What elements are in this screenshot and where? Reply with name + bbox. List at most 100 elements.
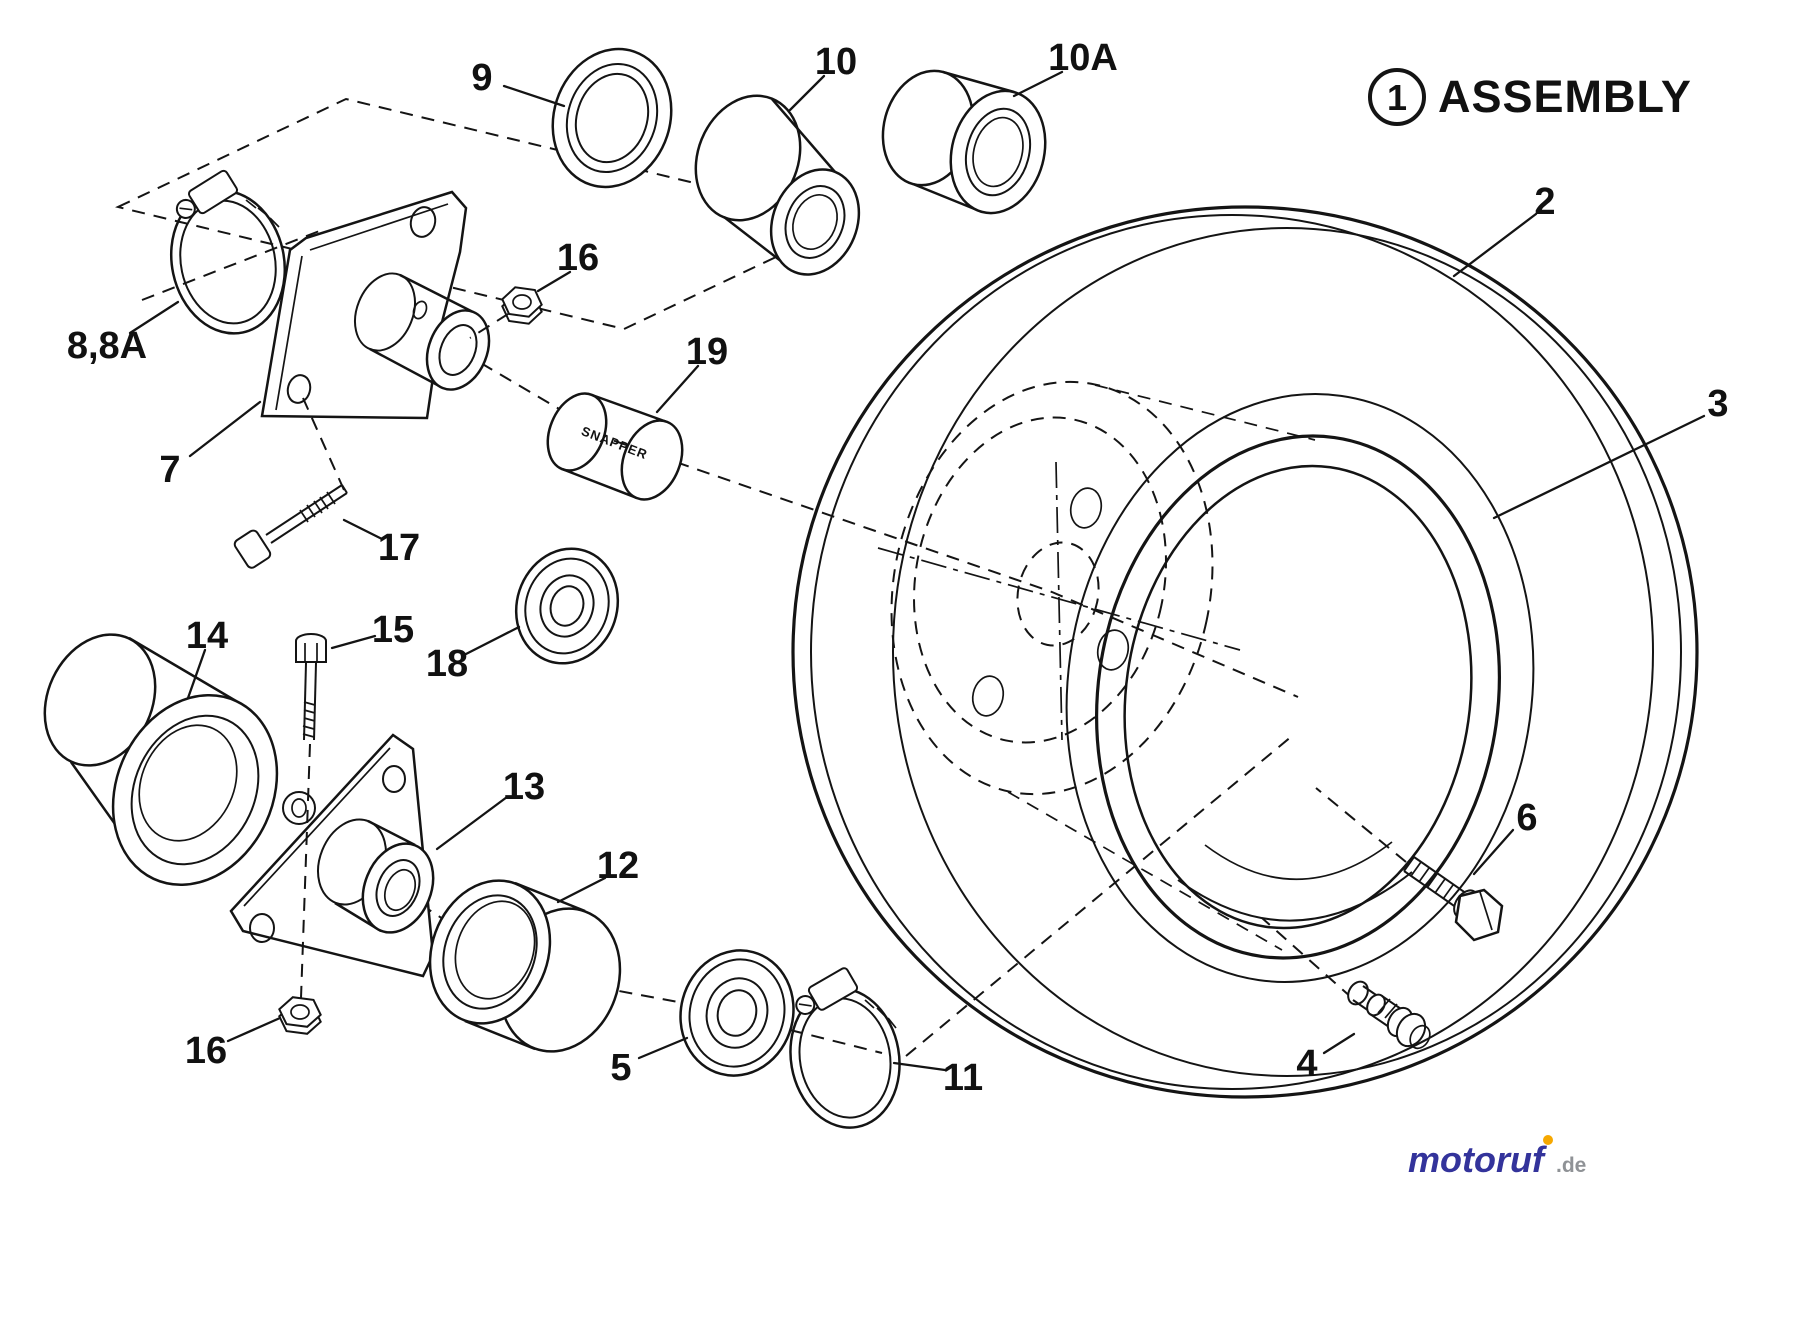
- part-18-bearing: 18: [426, 547, 620, 685]
- leader-19: [655, 364, 700, 414]
- leader-14: [186, 648, 207, 700]
- watermark-logo[interactable]: motoruf .de: [1408, 1135, 1586, 1180]
- bracket-13-pivot-ball: [282, 791, 316, 825]
- leader-6: [1472, 828, 1515, 876]
- clamp-11-serration-1: [864, 999, 875, 1009]
- watermark-tld[interactable]: .de: [1556, 1154, 1586, 1177]
- bolt-17-thread-2: [306, 504, 316, 518]
- bushing-bore: [784, 185, 846, 259]
- bushing-a-front-face: [949, 89, 1047, 215]
- part-6-bolt: 6: [1403, 797, 1538, 942]
- leader-10: [788, 74, 826, 112]
- callout-title: ASSEMBLY: [1438, 71, 1692, 122]
- part-label-17: 17: [378, 527, 420, 569]
- part-11-hose-clamp: 11: [789, 967, 983, 1129]
- part-17-bolt: 17: [233, 484, 420, 569]
- hub-bolt-hole-3: [971, 675, 1005, 717]
- hub-bolt-hole-1: [1069, 487, 1103, 529]
- lug-bolt-axis: [1315, 787, 1407, 863]
- bearing-18-outer: [514, 547, 620, 665]
- clamp-11-screw-housing: [795, 967, 859, 1015]
- nut-top-axis: [469, 313, 509, 339]
- part-label-7: 7: [159, 449, 180, 491]
- part-label-8: 8,8A: [67, 325, 147, 367]
- valve-base-flange: [1395, 1012, 1427, 1048]
- bearing-5-outer: [679, 949, 795, 1077]
- part-7-bracket: 7: [159, 190, 491, 491]
- clamp-housing-body: [187, 169, 239, 215]
- tire-labels: 2 3: [1452, 181, 1729, 520]
- leader-16-bottom: [226, 1016, 282, 1043]
- leader-4: [1322, 1032, 1356, 1055]
- leader-11: [892, 1061, 947, 1072]
- part-15-bolt: 15: [295, 609, 414, 741]
- bracket-13-boss-bore: [375, 859, 421, 917]
- leader-2: [1452, 212, 1538, 278]
- bracket-hole-top: [409, 206, 437, 238]
- lower-axis-segment: [789, 1029, 883, 1054]
- bolt-15-thread-4: [302, 725, 315, 730]
- spacer-bottom-edge: [464, 1019, 536, 1051]
- bolt-6-head-facet: [1479, 891, 1493, 931]
- bearing-18-bore: [549, 585, 585, 627]
- bracket-hole-bottom: [286, 374, 312, 404]
- bolt-6-thread-3: [1426, 873, 1438, 889]
- assembly-callout: 1 ASSEMBLY: [1368, 68, 1692, 126]
- bolt-17-thread-4: [319, 496, 329, 510]
- rim-barrel-arc-2: [1204, 841, 1393, 881]
- clamp-11-housing-body: [807, 967, 859, 1011]
- bolt-17-thread-1: [299, 509, 309, 523]
- bushing-a-bore: [964, 107, 1032, 197]
- bracket-boss-top-edge: [399, 273, 474, 314]
- bracket-13-hole-bottom: [249, 913, 275, 943]
- bolt-6-thread-4: [1434, 878, 1446, 894]
- part-label-10: 10: [815, 41, 857, 83]
- cap-top-edge: [591, 393, 668, 424]
- hub-barrel-hidden-top: [1094, 384, 1316, 441]
- bracket-13-boss-top-edge: [367, 819, 416, 847]
- bearing-18-race: [524, 557, 610, 655]
- part-12-spacer: 12: [428, 845, 639, 1053]
- tire-tread-shoulder-arc: [810, 214, 1654, 1090]
- part-4-valve-stem: 4: [1296, 980, 1431, 1085]
- part-label-3: 3: [1707, 383, 1728, 425]
- clamp-11-serration-2: [876, 1007, 887, 1018]
- bracket-13-thickness: [243, 747, 391, 907]
- bolt-17-head: [233, 529, 272, 569]
- cup-opening: [130, 714, 260, 866]
- part-label-4: 4: [1296, 1043, 1317, 1085]
- tire-sidewall-arc: [892, 227, 1682, 1077]
- leader-7: [188, 400, 262, 458]
- clamp-11-screw-slot: [798, 1003, 812, 1007]
- upper-assembly-axis: [461, 351, 1299, 698]
- clamp-band-serration-2: [257, 207, 269, 217]
- hub-bolt-hole-2: [1096, 629, 1130, 671]
- leader-17: [342, 518, 384, 541]
- watermark-accent-dot: [1543, 1135, 1553, 1145]
- bolt-6-shank-lower: [1403, 870, 1461, 911]
- part-label-19: 19: [686, 331, 728, 373]
- leader-10a: [1012, 70, 1064, 98]
- bolt-17-axis-hidden: [302, 397, 345, 491]
- leader-8: [128, 300, 180, 335]
- callout-number: 1: [1387, 77, 1407, 118]
- bolt-15-shank-right: [313, 662, 317, 741]
- clamp-screw-housing: [175, 169, 239, 219]
- nut-top-hole: [512, 294, 532, 310]
- clamp-axis-hidden-line: [141, 229, 323, 301]
- bracket-boss-bore: [438, 324, 478, 376]
- watermark-name[interactable]: motoruf: [1408, 1139, 1547, 1180]
- part-5-bearing: 5: [610, 949, 795, 1089]
- leader-15: [330, 634, 377, 650]
- hub-barrel-hidden-bottom: [1007, 791, 1283, 951]
- tire-bead-ring: [1065, 393, 1535, 983]
- bolt-15-head-side: [295, 641, 327, 663]
- cup-top-edge: [128, 636, 237, 703]
- part-label-10a: 10A: [1048, 37, 1118, 79]
- bolt-6-tip: [1403, 856, 1415, 872]
- bearing-5-bore: [716, 989, 758, 1037]
- callout-circle: [1368, 68, 1426, 126]
- bolt-15-thread-1: [303, 701, 316, 706]
- cap-bottom-edge: [561, 467, 638, 500]
